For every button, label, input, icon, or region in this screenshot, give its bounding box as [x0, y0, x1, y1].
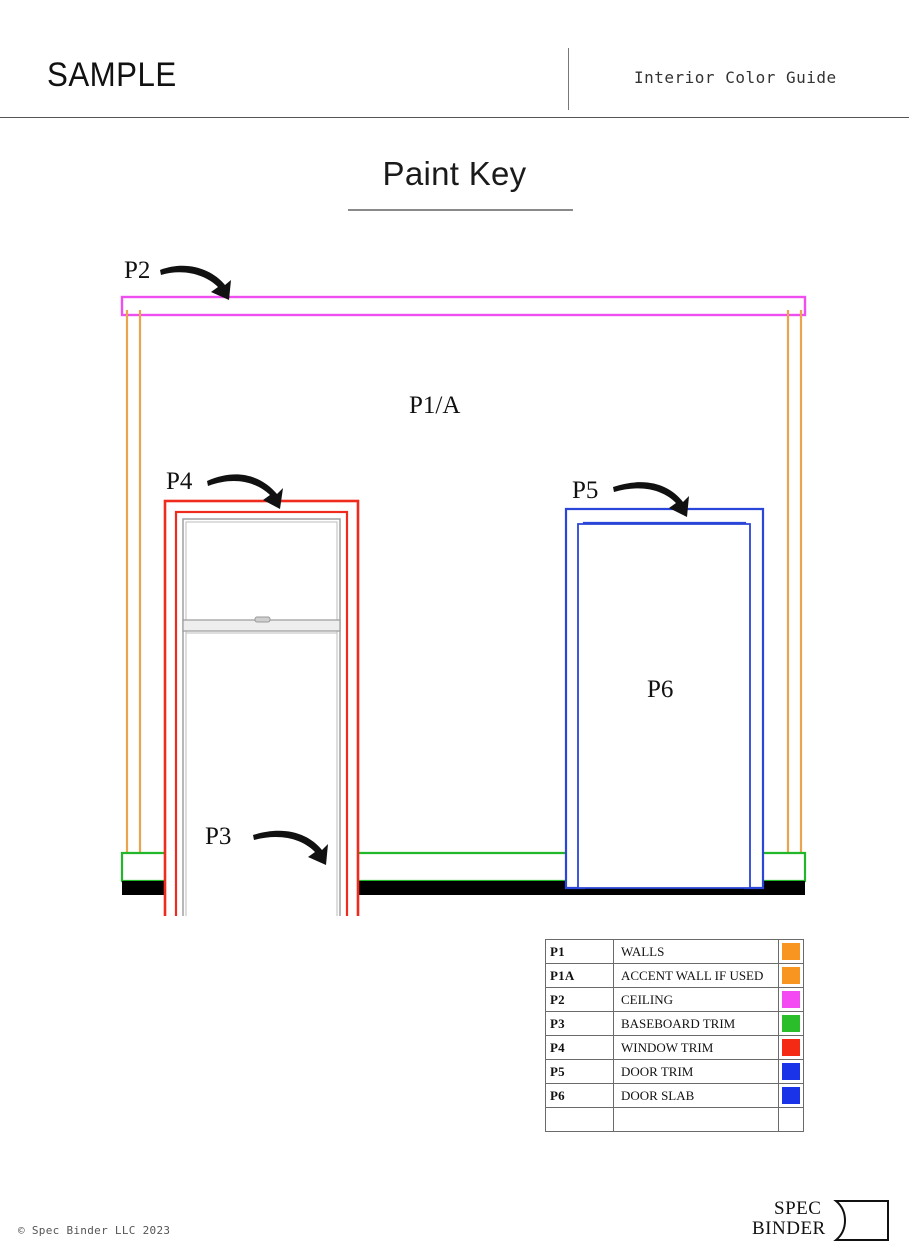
- door-slab-outline: [577, 523, 751, 889]
- legend-swatch-cell: [778, 1035, 804, 1060]
- brand-line-1: SPEC: [774, 1198, 822, 1219]
- legend-description: DOOR TRIM: [612, 1059, 780, 1084]
- legend-code: P1A: [545, 963, 614, 988]
- arrow-ceiling: [160, 265, 231, 300]
- sample-stamp: SAMPLE: [47, 56, 177, 94]
- legend-description: BASEBOARD TRIM: [612, 1011, 780, 1036]
- brand-line-2: BINDER: [752, 1218, 826, 1239]
- header-divider: [568, 48, 569, 110]
- ceiling-band: [120, 295, 807, 317]
- legend-swatch-cell: [778, 939, 804, 964]
- spec-binder-logo: SPEC BINDER: [752, 1198, 892, 1244]
- legend-description: DOOR SLAB: [612, 1083, 780, 1108]
- legend-code: P1: [545, 939, 614, 964]
- callout-arrows: [160, 265, 689, 865]
- label-door-trim: P5: [572, 477, 598, 504]
- legend-code: P6: [545, 1083, 614, 1108]
- room-elevation-diagram: P2 P1/A P4 P5 P6 P3: [0, 236, 909, 916]
- arrow-door-trim: [613, 482, 689, 517]
- legend-swatch-cell: [778, 1083, 804, 1108]
- arrow-baseboard: [253, 830, 328, 865]
- copyright-text: © Spec Binder LLC 2023: [18, 1224, 171, 1237]
- legend-description: ACCENT WALL IF USED: [612, 963, 780, 988]
- legend-row: [545, 1107, 804, 1132]
- legend-description: [612, 1107, 780, 1132]
- label-wall: P1/A: [409, 392, 460, 419]
- window-lower-sash: [185, 632, 338, 916]
- window-assembly: [163, 499, 360, 916]
- legend-color-chip: [782, 1087, 801, 1104]
- legend-color-chip: [782, 1063, 801, 1080]
- page-header: SAMPLE Interior Color Guide: [0, 0, 909, 118]
- legend-description: CEILING: [612, 987, 780, 1012]
- legend-code: [545, 1107, 614, 1132]
- legend-swatch-cell: [778, 1107, 804, 1132]
- legend-color-chip: [782, 967, 801, 984]
- legend-code: P4: [545, 1035, 614, 1060]
- door-trim-outer: [564, 507, 765, 890]
- legend-description: WINDOW TRIM: [612, 1035, 780, 1060]
- legend-color-chip: [782, 1039, 801, 1056]
- window-sash-lock: [254, 616, 271, 623]
- label-baseboard: P3: [205, 823, 231, 850]
- page-title: Paint Key: [382, 155, 527, 192]
- door-assembly: [564, 507, 765, 890]
- label-ceiling: P2: [124, 257, 150, 284]
- arrow-window-trim: [207, 474, 283, 509]
- document-subtitle: Interior Color Guide: [634, 68, 837, 87]
- label-window-trim: P4: [166, 468, 193, 495]
- legend-color-chip: [782, 1015, 801, 1032]
- page-title-underline: [348, 209, 573, 211]
- legend-swatch-cell: [778, 987, 804, 1012]
- legend-color-chip: [782, 991, 801, 1008]
- legend-swatch-cell: [778, 1059, 804, 1084]
- legend-color-chip: [782, 943, 801, 960]
- legend-swatch-cell: [778, 963, 804, 988]
- legend-swatch-cell: [778, 1011, 804, 1036]
- legend-description: WALLS: [612, 939, 780, 964]
- header-rule: [0, 117, 909, 118]
- legend-row: P1 WALLS: [545, 939, 804, 964]
- binder-mark-icon: [833, 1200, 889, 1241]
- legend-code: P2: [545, 987, 614, 1012]
- legend-code: P5: [545, 1059, 614, 1084]
- legend-code: P3: [545, 1011, 614, 1036]
- label-door-slab: P6: [647, 676, 673, 703]
